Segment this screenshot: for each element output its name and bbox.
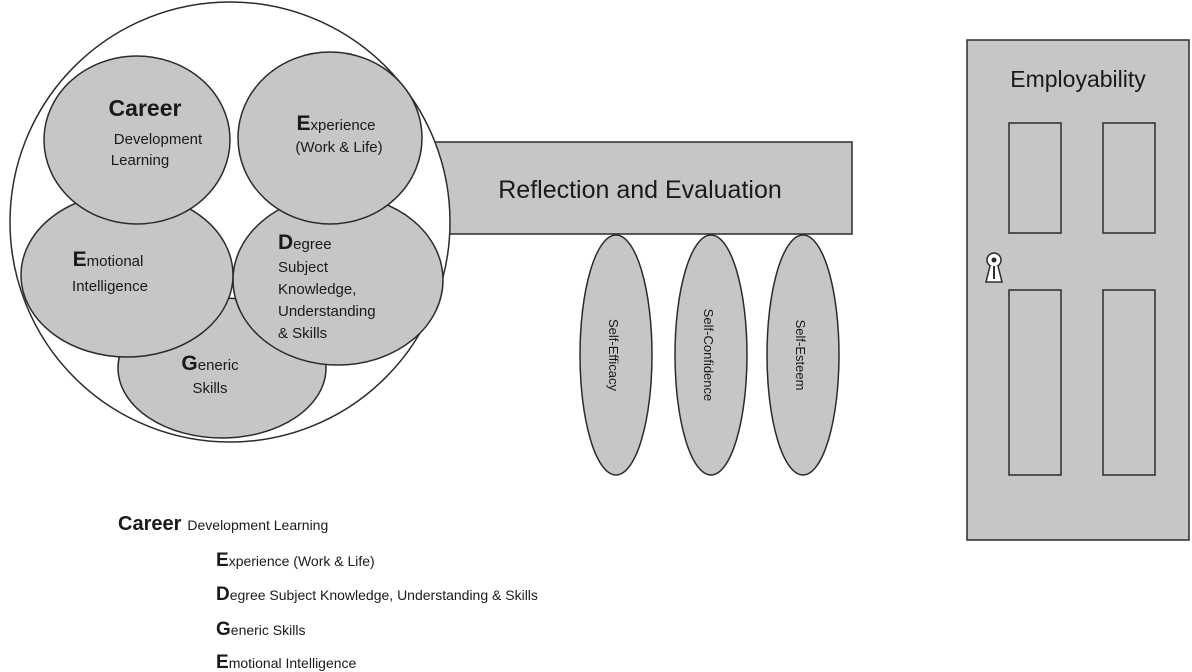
door-panel-top-left: [1008, 122, 1062, 234]
career-ellipse: [43, 55, 231, 225]
generic-skills-text: Generic: [181, 352, 239, 375]
career-line3: Learning: [111, 152, 169, 169]
generic-skills-line2: Skills: [192, 380, 227, 397]
emotional-intelligence-text: Emotional: [73, 248, 144, 271]
career-line2: Development: [114, 131, 203, 148]
degree-line2: Subject: [278, 259, 329, 276]
reflection-bar-label: Reflection and Evaluation: [498, 176, 782, 204]
self-efficacy-pillar: [579, 234, 653, 476]
door-panel-top-right: [1102, 122, 1156, 234]
career-title: Career: [109, 95, 182, 121]
self-esteem-pillar: [766, 234, 840, 476]
self-confidence-pillar: [674, 234, 748, 476]
experience-ellipse: [237, 51, 423, 225]
degree-line5: & Skills: [278, 325, 327, 342]
self-esteem-label: Self-Esteem: [793, 320, 808, 391]
degree-line4: Understanding: [278, 303, 376, 320]
degree-line3: Knowledge,: [278, 281, 356, 298]
self-efficacy-label: Self-Efficacy: [606, 319, 621, 392]
employability-title: Employability: [1010, 66, 1146, 92]
legend-experience: Experience (Work & Life): [216, 550, 375, 571]
emotional-intelligence-line2: Intelligence: [72, 278, 148, 295]
door-panel-bottom-left: [1008, 289, 1062, 476]
legend-emotional: Emotional Intelligence: [216, 652, 357, 672]
legend-generic: Generic Skills: [216, 619, 305, 640]
experience-text: Experience: [296, 112, 375, 135]
experience-line2: (Work & Life): [295, 139, 382, 156]
degree-text: Degree: [278, 231, 332, 254]
keyhole-icon: [985, 252, 1003, 283]
legend-degree: Degree Subject Knowledge, Understanding …: [216, 584, 538, 605]
door-panel-bottom-right: [1102, 289, 1156, 476]
self-confidence-label: Self-Confidence: [701, 309, 716, 402]
reflection-bar: [399, 141, 853, 235]
